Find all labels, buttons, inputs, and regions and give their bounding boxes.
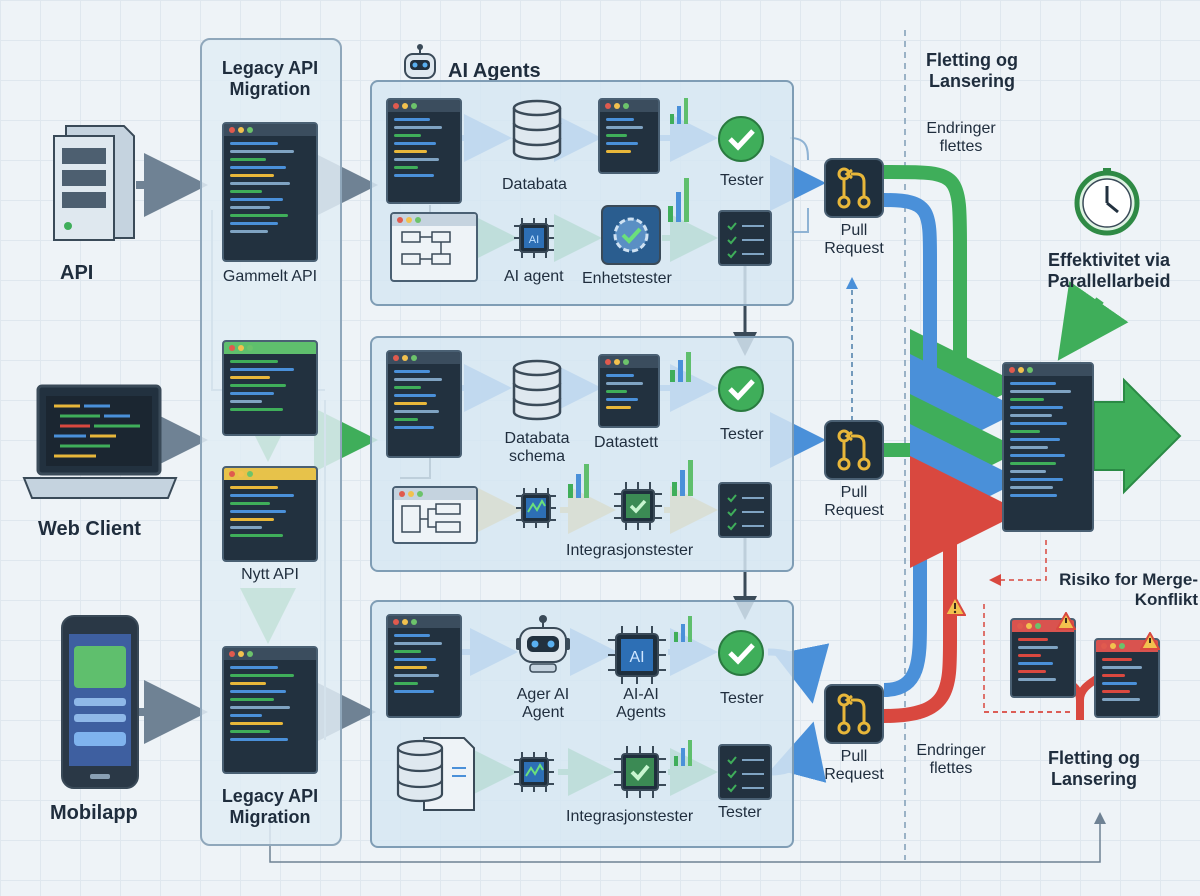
- lane3-tester-top-label: Tester: [720, 690, 764, 707]
- legacy-old-code-window: [222, 122, 318, 262]
- metric-bars-icon: [672, 614, 696, 644]
- pull-request-icon: [824, 684, 884, 744]
- ai-chip-icon: AI: [510, 214, 558, 262]
- new-api-label: Nytt API: [241, 566, 299, 583]
- efficiency-label: Effektivitet via Parallellarbeid: [1047, 250, 1171, 291]
- analytics-chip-icon: [512, 484, 560, 532]
- laptop-icon: [20, 382, 180, 502]
- source-label-api: API: [60, 262, 94, 284]
- lane1-database-label: Databata: [502, 176, 567, 193]
- lane2-dataset-label: Datastett: [594, 434, 659, 451]
- metric-bars-icon: [668, 96, 692, 126]
- lane3-tester-bottom-label: Tester: [718, 804, 762, 821]
- database-icon: [510, 358, 564, 422]
- server-icon: [46, 118, 136, 248]
- pull-request-icon: [824, 158, 884, 218]
- lane1-unit-tests-label: Enhetstester: [582, 270, 672, 287]
- lane2-tester-label: Tester: [720, 426, 764, 443]
- merged-code-window: [1002, 362, 1094, 532]
- metric-bars-icon: [670, 458, 698, 498]
- legacy-new-code-window: [222, 646, 318, 774]
- legacy-title-top: Legacy API Migration: [221, 58, 319, 99]
- merge-header: Fletting og Lansering: [926, 50, 1018, 91]
- ai-agents-header: AI Agents: [448, 60, 541, 82]
- source-label-mobilapp: Mobilapp: [50, 802, 138, 824]
- legacy-green-window: [222, 340, 318, 436]
- lane2-integration-label: Integrasjonstester: [566, 542, 694, 559]
- database-icon: [510, 98, 564, 162]
- legacy-title-bottom: Legacy API Migration: [221, 786, 319, 827]
- changes-merged-bottom-label: Endringer flettes: [916, 742, 986, 778]
- analytics-chip-icon: [510, 748, 558, 796]
- lane3-ager-agent-label: Ager AI Agent: [516, 686, 570, 722]
- conflict-window-left: [1010, 618, 1076, 698]
- pull-request-icon: [824, 420, 884, 480]
- lane3-checklist-window: [718, 744, 772, 800]
- mobile-phone-icon: [60, 614, 140, 790]
- lane2-flow-window: [392, 486, 478, 544]
- check-circle-icon: [716, 114, 766, 164]
- risk-label: Risiko for Merge-Konflikt: [1059, 570, 1198, 609]
- lane2-checklist-window: [718, 482, 772, 538]
- lane1-code-window: [386, 98, 462, 204]
- lane2-data-window: [598, 354, 660, 428]
- lane3-ai-agents-label: AI-AI Agents: [616, 686, 666, 722]
- conflict-window-right: [1094, 638, 1160, 718]
- lane1-flow-window: [390, 212, 478, 282]
- check-circle-icon: [716, 364, 766, 414]
- metric-bars-icon: [672, 738, 696, 768]
- check-circle-icon: [716, 628, 766, 678]
- ai-chip-icon: AI: [606, 624, 668, 686]
- gear-check-icon: [600, 204, 662, 266]
- lane1-checklist-window: [718, 210, 772, 266]
- lane3-integration-label: Integrasjonstester: [566, 808, 694, 825]
- robot-head-icon: [400, 44, 440, 84]
- output-arrow: [1093, 377, 1182, 495]
- svg-text:AI: AI: [529, 234, 539, 246]
- legacy-yellow-window: [222, 466, 318, 562]
- verified-chip-icon: [612, 480, 664, 532]
- warning-icon: [1055, 610, 1077, 630]
- merge-footer: Fletting og Lansering: [1048, 748, 1140, 789]
- lane2-code-window: [386, 350, 462, 458]
- metric-bars-icon: [566, 462, 594, 500]
- svg-text:AI: AI: [629, 649, 644, 666]
- lane1-ai-agent-label: AI agent: [504, 268, 564, 285]
- clock-icon: [1072, 166, 1142, 236]
- metric-bars-icon: [668, 350, 696, 384]
- source-label-web-client: Web Client: [38, 518, 141, 540]
- verified-chip-icon: [612, 744, 668, 800]
- lane1-tester-label: Tester: [720, 172, 764, 189]
- warning-icon: [943, 594, 967, 616]
- pull-request-label-3: Pull Request: [824, 748, 884, 784]
- database-document-icon: [394, 734, 478, 814]
- metric-bars-icon: [666, 176, 694, 224]
- warning-icon: [1139, 630, 1161, 650]
- changes-merged-top-label: Endringer flettes: [926, 120, 996, 156]
- pull-request-label-2: Pull Request: [824, 484, 884, 520]
- robot-icon: [514, 614, 572, 676]
- lane3-code-window: [386, 614, 462, 718]
- old-api-label: Gammelt API: [222, 268, 318, 285]
- lane2-schema-label: Databata schema: [504, 430, 570, 466]
- lane1-data-window: [598, 98, 660, 174]
- pull-request-label-1: Pull Request: [824, 222, 884, 258]
